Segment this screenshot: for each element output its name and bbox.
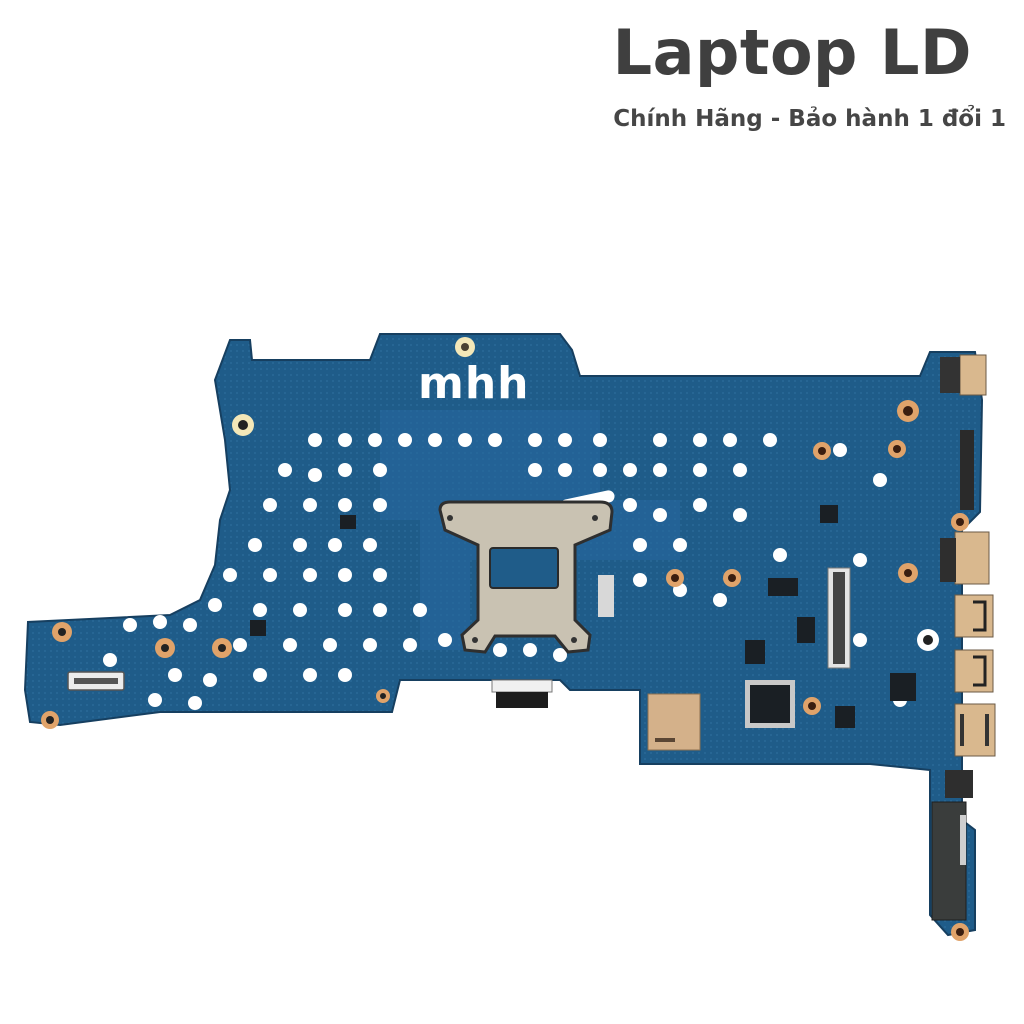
side-ports [931,354,996,921]
brand-subtitle: Chính Hãng - Bảo hành 1 đổi 1 [613,106,1006,132]
cpu-bracket [438,500,614,654]
brand-title: Laptop LD [612,16,972,89]
docking-connector [491,679,553,708]
ethernet-port [954,531,990,585]
dc-power-jack [959,354,987,396]
watermark-text: mhh [418,358,530,409]
audio-jack [945,770,973,798]
ic-chips [250,505,916,728]
screw-holes [41,337,969,941]
solder-pads [103,433,907,710]
